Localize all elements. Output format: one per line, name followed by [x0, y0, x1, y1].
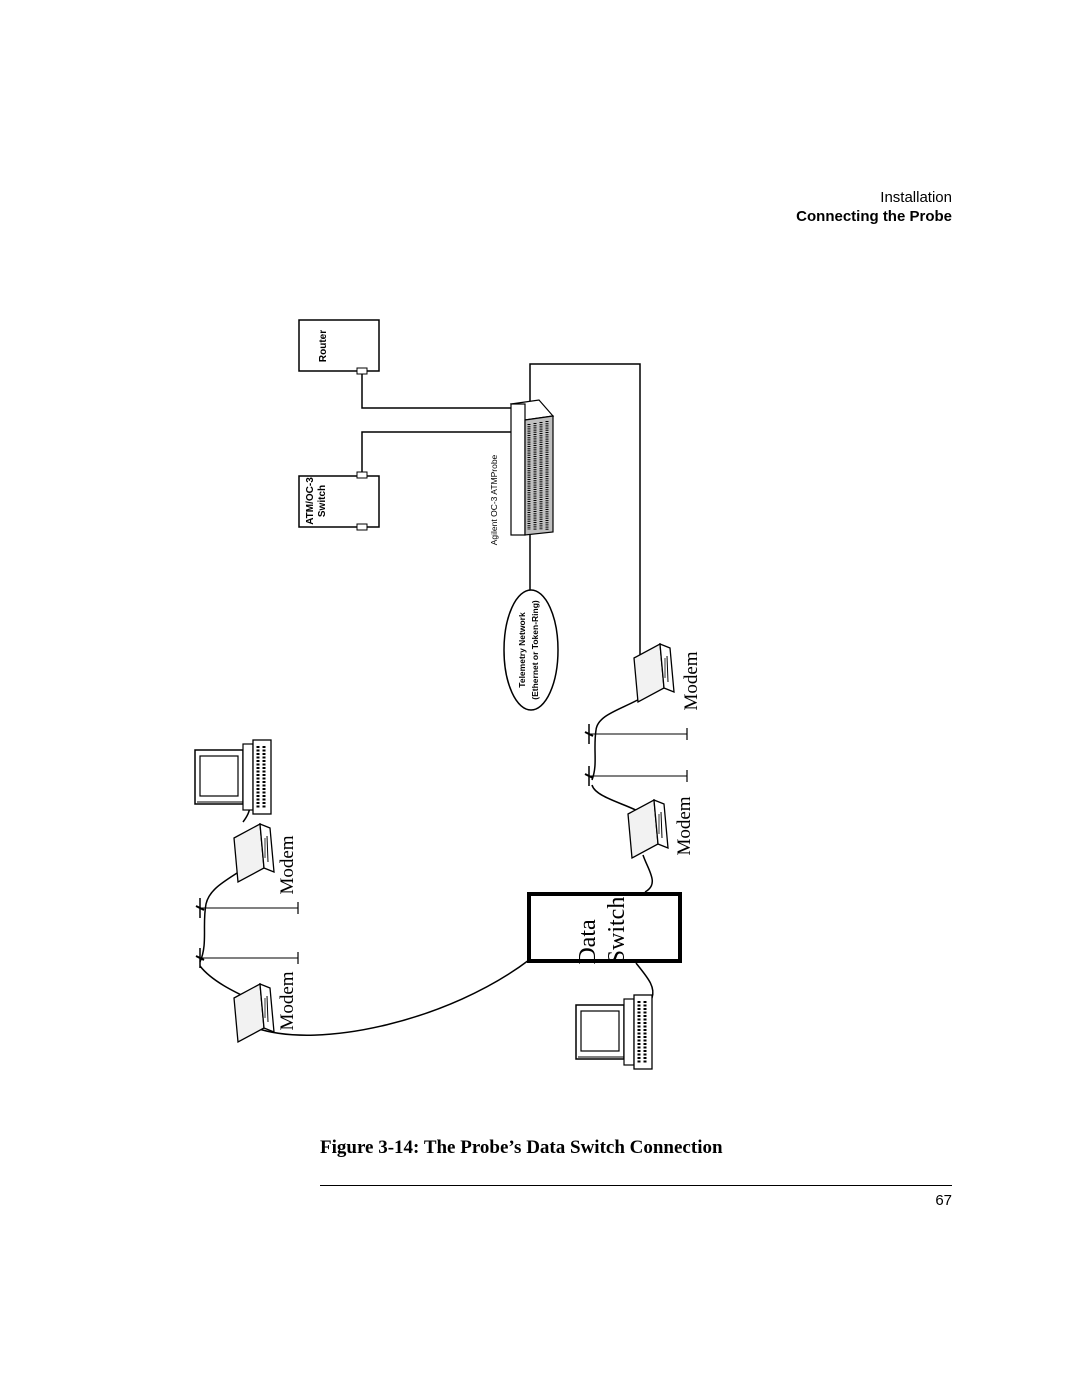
router-box: Router — [298, 319, 380, 375]
atm-probe-label: Agilent OC-3 ATMProbe — [489, 454, 499, 545]
modem-label-right-bottom: Modem — [674, 796, 695, 855]
atm-switch-label-line1: ATM/OC-3 — [305, 477, 316, 525]
atm-switch-label-line2: Switch — [317, 485, 328, 517]
telephone-pole-right-bottom — [584, 765, 688, 787]
figure-title: The Probe’s Data Switch Connection — [423, 1137, 723, 1158]
telephone-pole-left-top — [195, 897, 299, 919]
figure-caption: Figure 3-14: The Probe’s Data Switch Con… — [320, 1137, 723, 1159]
telephone-pole-right-top — [584, 723, 688, 745]
telemetry-network: Telemetry Network (Ethernet or Token-Rin… — [503, 589, 559, 711]
modem-label-left-top: Modem — [277, 835, 298, 894]
dataswitch-to-computer-cable — [635, 962, 654, 999]
modem-right-top: Modem — [633, 643, 702, 711]
running-header-subsection: Connecting the Probe — [796, 208, 952, 225]
modem-left-bottom: Modem — [233, 971, 298, 1043]
page-number: 67 — [935, 1192, 952, 1209]
modem-line-right-top — [591, 691, 651, 781]
computer-right — [574, 993, 654, 1071]
footer-rule — [320, 1185, 952, 1186]
long-cable-to-dataswitch — [255, 959, 530, 1036]
modem-label-right-top: Modem — [681, 651, 702, 710]
router-cable — [361, 372, 511, 409]
data-switch-label-line1: Data — [575, 919, 601, 965]
telemetry-label-line2: (Ethernet or Token-Ring) — [530, 600, 540, 700]
atm-switch-cable — [361, 431, 511, 476]
telephone-pole-left-bottom — [195, 947, 299, 969]
modem-left-top: Modem — [233, 823, 298, 895]
figure-number: Figure 3-14: — [320, 1137, 420, 1158]
modem-label-left-bottom: Modem — [277, 971, 298, 1030]
atm-probe-device: Agilent OC-3 ATMProbe — [489, 399, 555, 545]
running-header-section: Installation — [880, 189, 952, 206]
router-label: Router — [318, 330, 329, 362]
computer-left — [193, 738, 273, 816]
data-switch-label-line2: Switch — [604, 897, 630, 964]
data-switch-box: Data Switch — [527, 892, 682, 965]
modem-right-bottom: Modem — [627, 796, 695, 859]
modem-to-dataswitch-cable — [642, 854, 654, 893]
telemetry-label-line1: Telemetry Network — [517, 612, 527, 688]
probe-to-modem-cable — [529, 363, 641, 655]
modem-line-left-top — [199, 863, 251, 963]
atm-switch-box: ATM/OC-3 Switch — [298, 471, 380, 531]
